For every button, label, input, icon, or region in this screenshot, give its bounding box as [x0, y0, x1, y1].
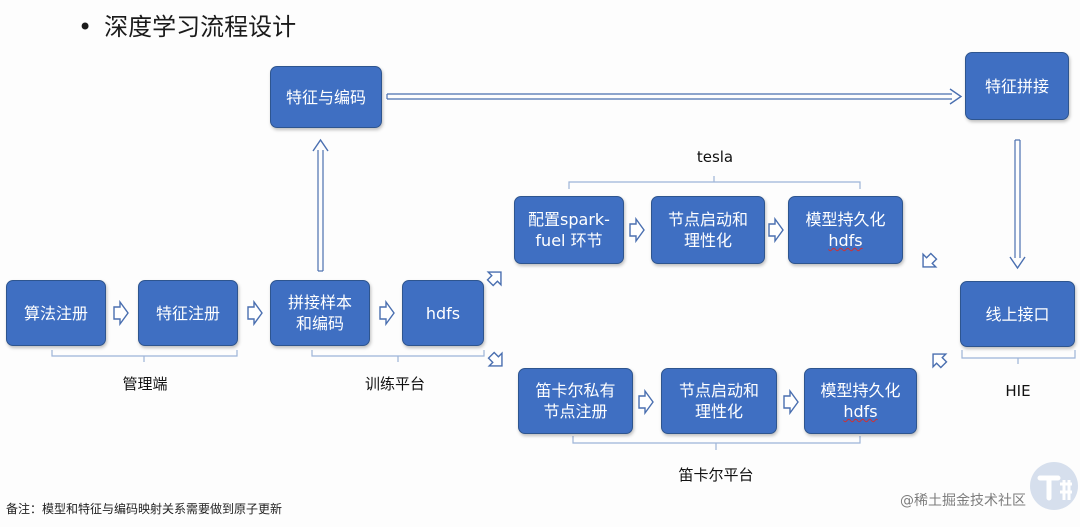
box-online-api-label: 线上接口: [985, 304, 1050, 324]
box-feature-concat: 特征拼接: [965, 52, 1069, 120]
box-tesla-node-start-label: 节点启动和 理性化: [667, 210, 748, 250]
box-feature-register: 特征注册: [138, 280, 238, 346]
title-bullet: •: [78, 13, 93, 41]
label-admin: 管理端: [122, 375, 168, 393]
block-arrow-tesla-1: [629, 216, 645, 244]
box-descartes-register-label: 笛卡尔私有 节点注册: [535, 381, 616, 421]
arrow-concat-to-encoding: [312, 138, 329, 272]
box-concat-samples: 拼接样本 和编码: [270, 280, 370, 346]
block-arrow-descartes-2: [783, 388, 799, 416]
box-tesla-node-start: 节点启动和 理性化: [651, 196, 765, 264]
label-descartes-platform: 笛卡尔平台: [678, 466, 754, 484]
diag-arrow-tesla-to-online: [922, 252, 938, 268]
box-tesla-spark-line2: fuel 环节: [535, 231, 603, 250]
block-arrow-tesla-2: [768, 216, 784, 244]
box-descartes-node-start-label: 节点启动和 理性化: [678, 381, 759, 421]
box-concat-samples-label: 拼接样本 和编码: [287, 293, 352, 333]
box-algo-register: 算法注册: [6, 280, 106, 346]
block-arrow-concat-to-hdfs: [379, 299, 395, 327]
label-training-platform: 训练平台: [364, 375, 425, 393]
block-arrow-feature-to-concat: [247, 299, 263, 327]
block-arrow-algo-to-feature: [113, 299, 129, 327]
diag-arrow-hdfs-to-descartes: [487, 351, 503, 367]
box-feature-concat-label: 特征拼接: [984, 76, 1049, 96]
box-descartes-register: 笛卡尔私有 节点注册: [518, 368, 633, 434]
arrow-concat-to-online: [1009, 139, 1026, 270]
watermark-text: @稀土掘金技术社区: [900, 493, 1026, 509]
footnote: 备注：模型和特征与编码映射关系需要做到原子更新: [6, 502, 283, 516]
bracket-hie: [961, 350, 1076, 364]
bracket-training: [311, 350, 485, 362]
box-feature-register-label: 特征注册: [155, 303, 220, 323]
slide-title: • 深度学习流程设计: [78, 10, 296, 44]
arrow-encoding-to-concat: [386, 88, 963, 105]
box-descartes-node-start: 节点启动和 理性化: [661, 368, 777, 434]
box-feature-encoding-label: 特征与编码: [285, 87, 366, 107]
box-hdfs: hdfs: [402, 280, 484, 346]
title-text: 深度学习流程设计: [104, 13, 297, 41]
box-tesla-spark: 配置spark- fuel 环节: [514, 196, 624, 264]
label-tesla: tesla: [696, 148, 734, 166]
box-tesla-model-line2: hdfs: [828, 231, 863, 250]
box-tesla-model-line1: 模型持久化: [805, 210, 886, 229]
block-arrow-descartes-1: [638, 388, 654, 416]
watermark-logo-icon: [1030, 462, 1078, 510]
bracket-admin: [51, 350, 238, 362]
diag-arrow-hdfs-to-tesla: [486, 271, 502, 287]
box-hdfs-label: hdfs: [425, 303, 461, 323]
bracket-descartes: [572, 436, 861, 450]
label-hie: HIE: [1005, 382, 1031, 400]
box-descartes-model: 模型持久化 hdfs: [804, 368, 917, 434]
diag-arrow-descartes-to-online: [932, 353, 948, 369]
box-tesla-spark-line1: 配置spark-: [528, 210, 610, 229]
box-online-api: 线上接口: [960, 281, 1075, 347]
box-descartes-model-line1: 模型持久化: [820, 381, 901, 400]
box-feature-encoding: 特征与编码: [270, 66, 382, 128]
bracket-tesla: [568, 176, 861, 189]
box-algo-register-label: 算法注册: [23, 303, 88, 323]
box-tesla-model: 模型持久化 hdfs: [788, 196, 903, 264]
box-descartes-model-line2: hdfs: [843, 402, 878, 421]
